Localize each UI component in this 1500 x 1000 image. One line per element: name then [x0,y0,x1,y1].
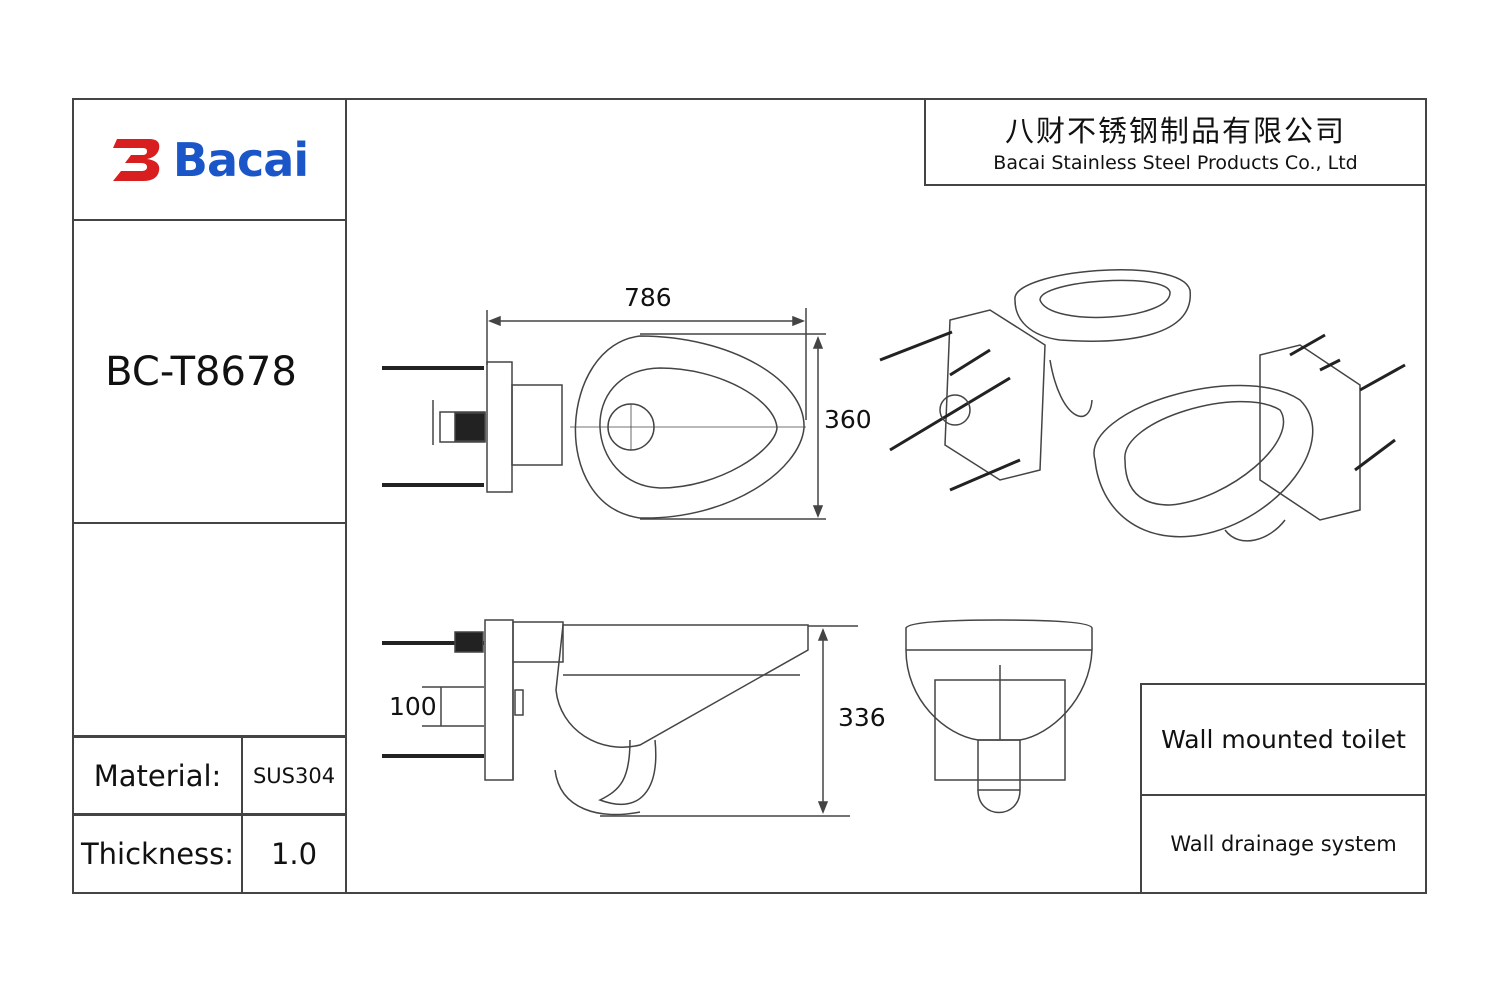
logo-text: Bacai [172,132,309,187]
drainage-system: Wall drainage system [1170,832,1397,856]
material-value: SUS304 [243,738,345,813]
logo-mark-icon [112,138,160,181]
company-name-en: Bacai Stainless Steel Products Co., Ltd [993,152,1358,174]
top-view-drawing [382,308,826,520]
material-label-text: Material: [93,758,222,793]
thickness-label: Thickness: [74,816,241,892]
brand-logo: Bacai [74,100,345,219]
company-name-cn: 八财不锈钢制品有限公司 [1004,114,1346,148]
model-number: BC-T8678 [74,221,328,522]
company-header: 八财不锈钢制品有限公司 Bacai Stainless Steel Produc… [924,98,1427,186]
height-dimension: 336 [838,703,886,732]
isometric-view-right [1093,333,1406,542]
divider [72,219,347,221]
model-number-text: BC-T8678 [105,348,297,395]
side-view-drawing [382,619,858,817]
thickness-value-text: 1.0 [270,837,318,871]
product-type: Wall mounted toilet [1161,725,1406,754]
outlet-height-dimension: 100 [389,692,437,721]
divider [72,522,347,524]
product-type-box: Wall mounted toilet [1140,683,1427,796]
divider [72,735,347,738]
thickness-label-text: Thickness: [80,837,235,871]
divider [72,813,347,816]
material-label: Material: [74,738,241,813]
divider [241,735,243,894]
thickness-value: 1.0 [243,816,345,892]
isometric-view-left [879,269,1191,492]
left-column-divider [345,98,347,894]
width-dimension: 360 [824,405,872,434]
drainage-system-box: Wall drainage system [1140,794,1427,894]
length-dimension: 786 [624,283,672,312]
front-view-drawing [905,619,1093,814]
material-value-text: SUS304 [252,763,336,788]
